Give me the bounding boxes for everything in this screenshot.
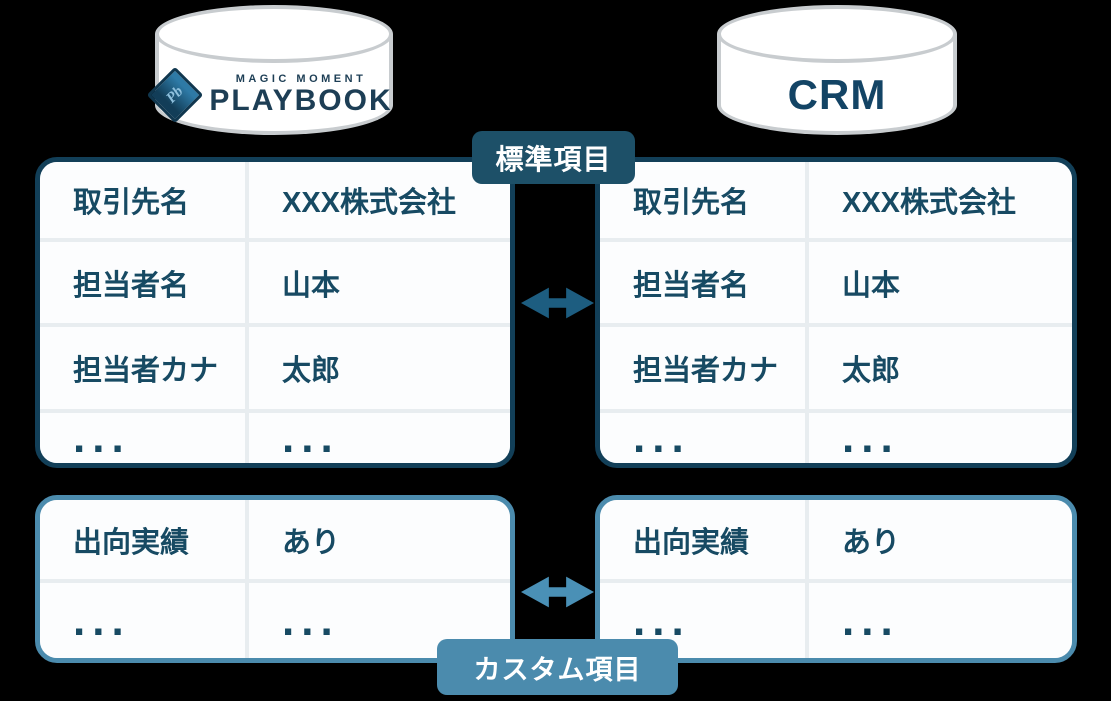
value-cell: あり (809, 500, 1072, 579)
value-cell: あり (249, 500, 510, 579)
custom-sync-arrow-icon (521, 576, 594, 608)
crm-database-cylinder: CRM (717, 5, 957, 135)
field-cell-ellipsis: ... (40, 583, 245, 658)
field-cell-ellipsis: ... (40, 413, 245, 463)
crm-standard-fields-table: 取引先名 XXX株式会社 担当者名 山本 担当者カナ 太郎 ... ... (595, 157, 1077, 468)
field-cell: 取引先名 (40, 162, 245, 238)
value-cell: XXX株式会社 (249, 162, 510, 238)
brand-name-small: MAGIC MOMENT (235, 73, 367, 86)
crm-custom-fields-table: 出向実績 あり ... ... (595, 495, 1077, 663)
value-cell: 山本 (249, 242, 510, 323)
field-cell: 出向実績 (600, 500, 805, 579)
cylinder-top-ellipse (155, 5, 393, 63)
custom-fields-badge: カスタム項目 (437, 639, 678, 695)
cylinder-top-ellipse (717, 5, 957, 63)
value-cell-ellipsis: ... (809, 583, 1072, 658)
value-cell: 山本 (809, 242, 1072, 323)
field-cell: 担当者名 (600, 242, 805, 323)
standard-sync-arrow-icon (521, 287, 594, 319)
standard-fields-badge: 標準項目 (472, 131, 635, 184)
field-cell: 担当者カナ (600, 327, 805, 409)
field-cell: 担当者名 (40, 242, 245, 323)
value-cell-ellipsis: ... (809, 413, 1072, 463)
brand-name-large: PLAYBOOK (209, 84, 393, 118)
field-cell: 担当者カナ (40, 327, 245, 409)
field-cell: 出向実績 (40, 500, 245, 579)
crm-label: CRM (787, 71, 887, 118)
playbook-standard-fields-table: 取引先名 XXX株式会社 担当者名 山本 担当者カナ 太郎 ... ... (35, 157, 515, 468)
playbook-database-cylinder: Pb MAGIC MOMENT PLAYBOOK (147, 5, 393, 135)
playbook-icon-monogram: Pb (163, 83, 187, 107)
field-cell-ellipsis: ... (600, 413, 805, 463)
playbook-custom-fields-table: 出向実績 あり ... ... (35, 495, 515, 663)
value-cell: 太郎 (809, 327, 1072, 409)
value-cell-ellipsis: ... (249, 413, 510, 463)
value-cell-ellipsis: ... (249, 583, 510, 658)
value-cell: 太郎 (249, 327, 510, 409)
playbook-diamond-icon: Pb (147, 66, 204, 124)
playbook-logo: Pb MAGIC MOMENT PLAYBOOK (147, 66, 393, 124)
field-cell-ellipsis: ... (600, 583, 805, 658)
value-cell: XXX株式会社 (809, 162, 1072, 238)
